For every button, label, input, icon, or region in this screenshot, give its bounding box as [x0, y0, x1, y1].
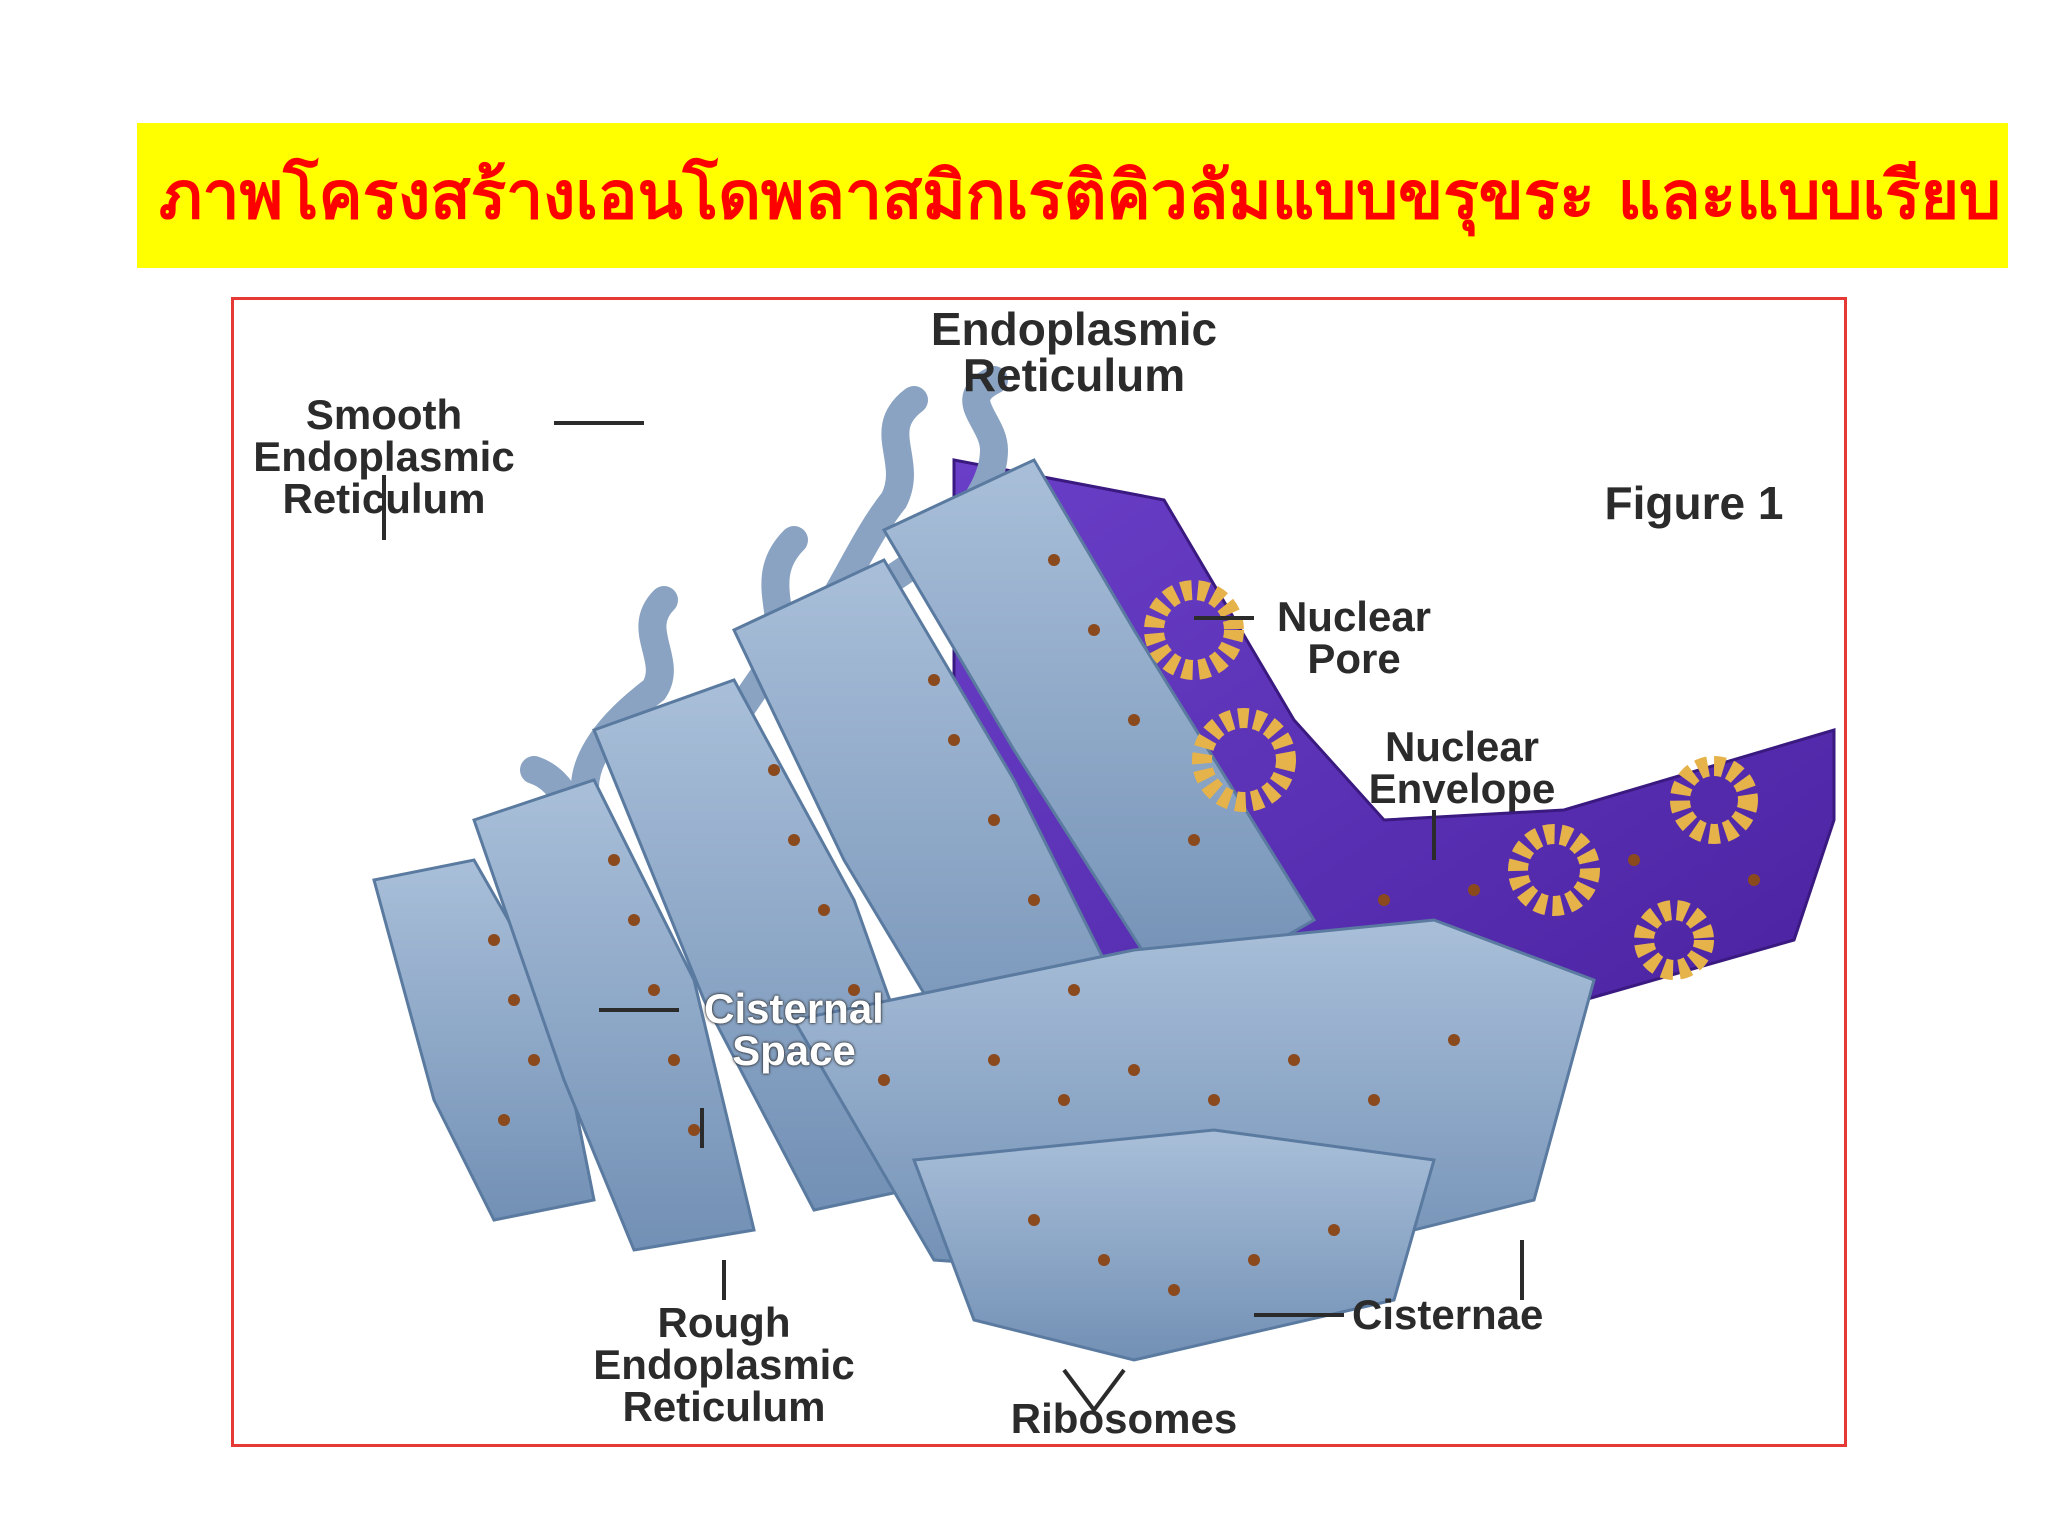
label-cisternal-space: Cisternal Space — [704, 985, 884, 1074]
er-illustration — [372, 366, 1836, 1414]
label-cisternae: Cisternae — [1352, 1291, 1544, 1338]
label-nuclear-envelope: Nuclear Envelope — [1368, 723, 1556, 812]
figure-heading: Endoplasmic Reticulum — [930, 303, 1218, 401]
label-ribosomes: Ribosomes — [1010, 1395, 1238, 1442]
label-rough-er: Rough Endoplasmic Reticulum — [593, 1299, 855, 1430]
figure-label: Figure 1 — [1604, 477, 1784, 529]
title-banner: ภาพโครงสร้างเอนโดพลาสมิกเรติคิวลัมแบบขรุ… — [137, 123, 2008, 268]
figure-frame: Endoplasmic Reticulum Figure 1 Smooth En… — [231, 297, 1847, 1447]
rough-er-stacks — [372, 458, 1596, 1362]
ribosomes-dots — [488, 554, 1760, 1296]
label-smooth-er: Smooth Endoplasmic Reticulum — [253, 391, 515, 522]
page-title: ภาพโครงสร้างเอนโดพลาสมิกเรติคิวลัมแบบขรุ… — [159, 156, 2002, 234]
label-nuclear-pore: Nuclear Pore — [1276, 593, 1432, 682]
leader-lines — [382, 421, 1524, 1414]
nuclear-pores — [1144, 580, 1758, 980]
